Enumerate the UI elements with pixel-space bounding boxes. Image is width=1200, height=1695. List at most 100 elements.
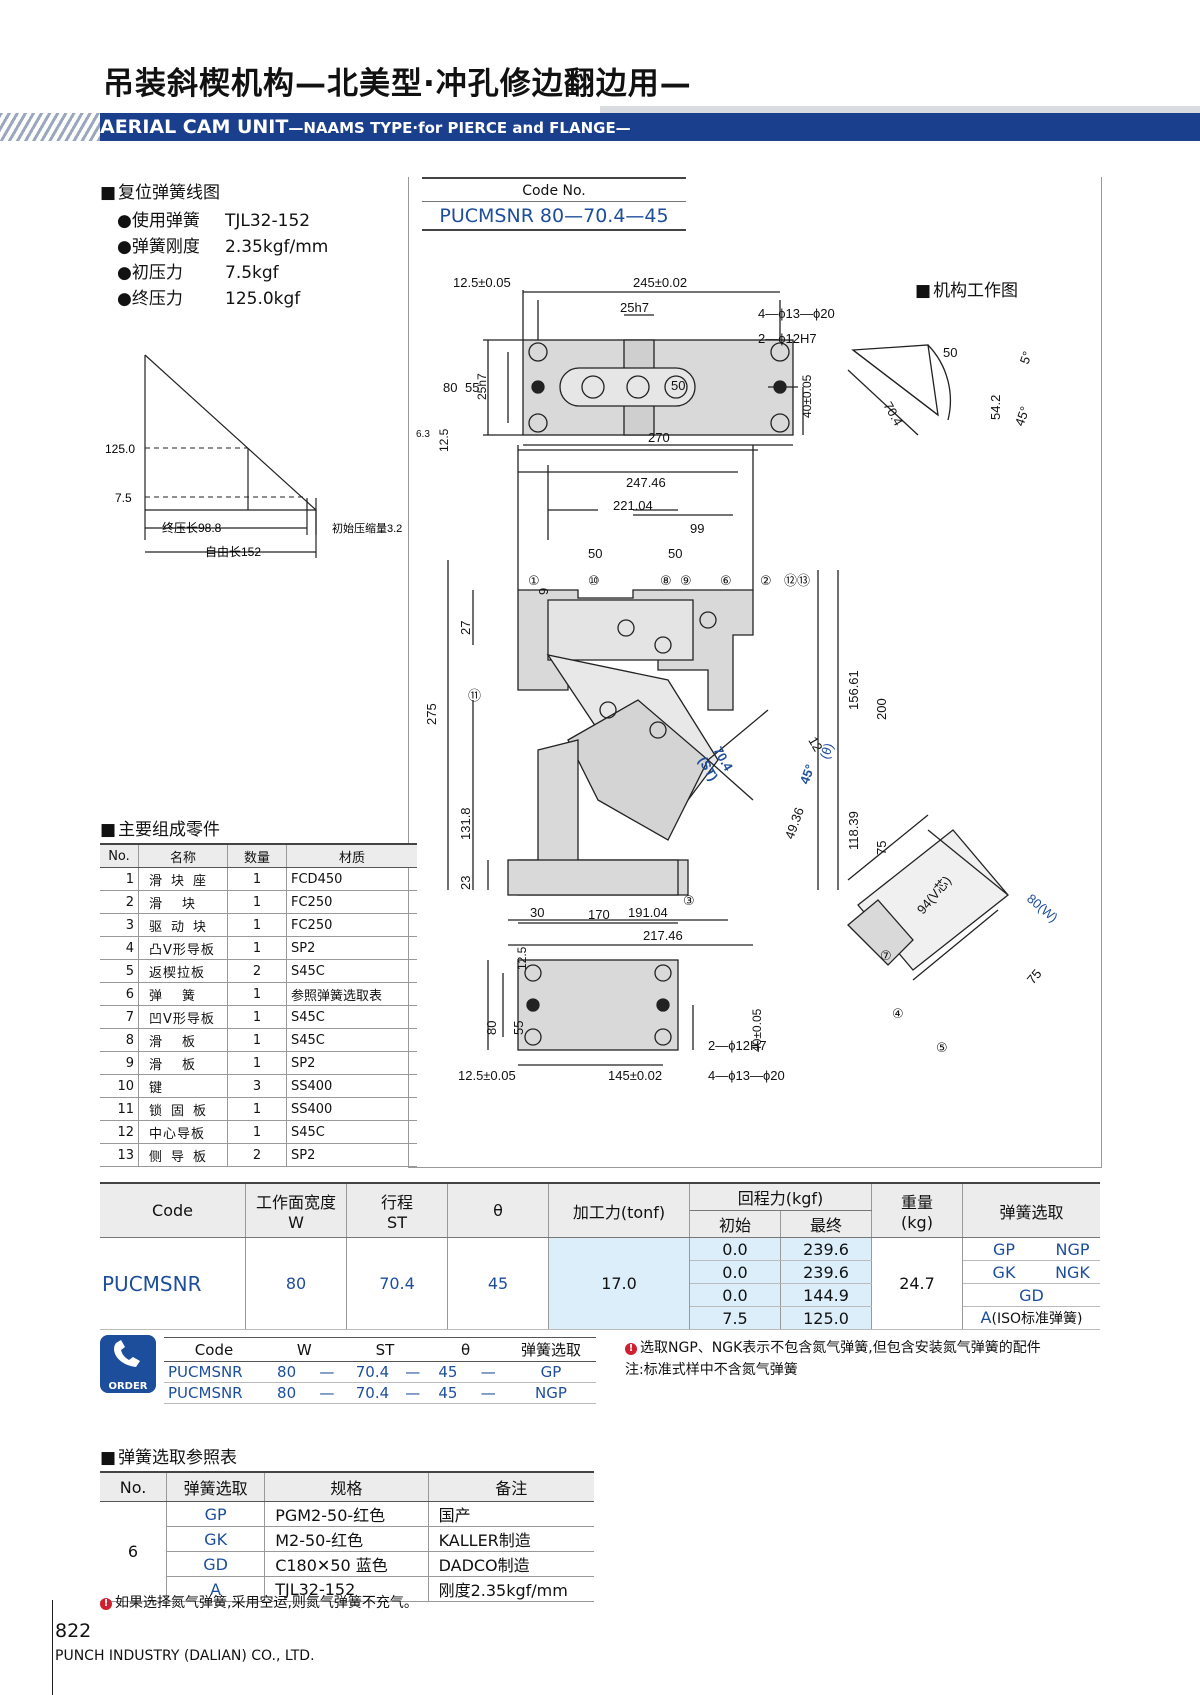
spec-h-weight-unit: (kg) [901,1213,933,1232]
order-cell: GP [506,1361,596,1383]
order-col-w: W [264,1337,345,1362]
order-cell: NGP [506,1382,596,1404]
spring-option-n: NGP [1045,1237,1100,1261]
spec-force: 17.0 [548,1237,690,1330]
dim-bot-h40: 40±0.05 [750,1008,764,1052]
dim-bot-h80: 80 [484,1021,499,1035]
part-qty: 1 [227,890,287,914]
order-cell: — [309,1361,345,1383]
part-no: 4 [100,936,139,960]
sel-remark: DADCO制造 [428,1551,594,1577]
sel-col-spring: 弹簧选取 [166,1471,266,1502]
spring-option-n: NGK [1045,1260,1100,1284]
dim-angle-50: 50 [943,345,957,360]
parts-col-no: No. [100,843,139,868]
spec-h-code: Code [100,1183,246,1238]
part-material: SP2 [286,936,417,960]
part-no: 5 [100,959,139,983]
part-material: FC250 [286,890,417,914]
sel-col-spec: 规格 [264,1471,429,1502]
spring-option: A(ISO标准弹簧) [962,1306,1100,1330]
sel-spring: A [166,1576,266,1602]
sel-spec: TJL32-152 [264,1576,429,1602]
part-no: 7 [100,1005,139,1029]
dim-side-h15661: 156.61 [846,670,861,710]
dim-side-h75: 75 [874,841,889,855]
part-qty: 1 [227,936,287,960]
dim-angle-45: 45° [1012,404,1033,428]
callout-2: ② [760,573,772,588]
dim-bot-d1: 2—ϕ12H7 [708,1038,767,1053]
order-header-row: Code W ST θ 弹簧选取 [164,1337,596,1362]
spec-w: 80 [245,1237,347,1330]
spring-chart: 125.0 7.5 终压长98.8 初始压缩量3.2 自由长152 [105,354,402,559]
spec-key: ●使用弹簧 [117,211,200,231]
part-material: SP2 [286,1051,417,1075]
dim-angle-704: 70.4 [880,399,906,428]
order-cell: 80 [264,1361,310,1383]
header-band-accent [600,106,1200,113]
return-init: 0.0 [689,1260,781,1284]
sel-no: 6 [100,1501,168,1602]
spec-value: 7.5kgf [225,263,279,283]
order-note-1: !选取NGP、NGK表示不包含氮气弹簧,但包含安装氮气弹簧的配件 [625,1337,1041,1357]
order-cell: PUCMSNR [164,1361,264,1383]
dim-top-h125: 12.5 [437,428,451,452]
order-cell: PUCMSNR [164,1382,264,1404]
dim-top-d5: 2—ϕ12H7 [758,331,817,346]
part-qty: 1 [227,1028,287,1052]
part-qty: 1 [227,1097,287,1121]
header-band [88,113,1200,141]
order-cell: — [400,1382,426,1404]
part-material: FCD450 [286,867,417,891]
dim-angle-5: 5° [1017,349,1035,366]
company-name: PUNCH INDUSTRY (DALIAN) CO., LTD. [55,1648,315,1664]
dim-side-h1318: 131.8 [458,807,473,840]
dim-side-w5: 50 [668,546,682,561]
spring-heading: 复位弹簧线图 [100,178,220,203]
drawing-frame [408,177,1102,1168]
spec-h-st-label: 行程 [380,1193,413,1212]
spring-select-note: !如果选择氮气弹簧,采用空运,则氮气弹簧不充气。 [100,1592,418,1612]
code-box: Code No. PUCMSNR 80—70.4—45 [422,177,686,231]
part-no: 3 [100,913,139,937]
spec-key: ●初压力 [117,263,183,283]
dim-angle-542: 54.2 [988,395,1003,420]
spec-h-spring: 弹簧选取 [962,1183,1100,1238]
spec-h-w-label: 工作面宽度 [255,1193,336,1212]
spec-theta: 45 [447,1237,549,1330]
return-final: 144.9 [780,1283,872,1307]
spec-h-force: 加工力(tonf) [548,1183,690,1238]
spec-key: ●终压力 [117,289,183,309]
callout-3: ③ [683,893,695,908]
part-material: SP2 [286,1143,417,1167]
dim-top-d2: 245±0.02 [633,275,687,290]
dim-side-b30: 30 [530,905,544,920]
mechanism-heading: 机构工作图 [915,276,1018,301]
chart-init-comp: 初始压缩量3.2 [332,521,402,535]
order-cell: — [400,1361,426,1383]
part-name: 返楔拉板 [138,959,228,983]
part-no: 9 [100,1051,139,1075]
spring-option: GD [962,1283,1100,1307]
spec-h-weight-label: 重量 [900,1193,933,1212]
subtitle-en: AERIAL CAM UNIT—NAAMS TYPE·for PIERCE an… [100,116,631,138]
order-cell: 45 [425,1382,471,1404]
parts-col-material: 材质 [286,843,417,868]
part-material: 参照弹簧选取表 [286,982,417,1006]
dim-side-theta-label: (θ) [817,741,837,761]
dim-side-h275: 275 [424,703,439,725]
dim-top-w270: 270 [648,430,670,445]
